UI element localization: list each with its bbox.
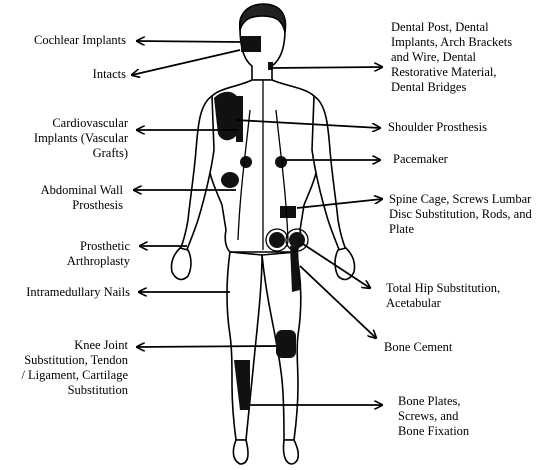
abdominal-mark <box>221 172 239 188</box>
label-intramedullary-nails: Intramedullary Nails <box>0 285 130 300</box>
arrow-dental <box>271 67 382 68</box>
label-prosthetic-arthroplasty: Prosthetic Arthroplasty <box>20 239 130 269</box>
foot-right <box>283 440 298 464</box>
hand-left <box>171 248 191 279</box>
label-spine-cage: Spine Cage, Screws Lumbar Disc Substitut… <box>389 192 536 237</box>
vascular-graft-mark <box>236 96 243 142</box>
cochlear-implant-mark <box>241 36 261 52</box>
label-abdominal-wall: Abdominal Wall Prosthesis <box>0 183 123 213</box>
hip-joint-mark-2 <box>289 232 305 248</box>
label-knee-joint: Knee Joint Substitution, Tendon / Ligame… <box>0 338 128 398</box>
label-shoulder-prosthesis: Shoulder Prosthesis <box>388 120 533 135</box>
spine-cage-mark <box>280 206 296 218</box>
knee-joint-mark <box>276 330 296 358</box>
arrow-knee <box>137 346 277 347</box>
hip-joint-mark <box>269 232 285 248</box>
arrow-cochlear <box>137 41 240 42</box>
label-cochlear-implants: Cochlear Implants <box>10 33 126 48</box>
arrow-spine <box>297 199 382 208</box>
arrow-hip <box>303 244 370 288</box>
label-total-hip: Total Hip Substitution, Acetabular <box>386 281 531 311</box>
label-pacemaker: Pacemaker <box>393 152 533 167</box>
label-intacts: Intacts <box>40 67 126 82</box>
label-cardiovascular-implants: Cardiovascular Implants (Vascular Grafts… <box>0 116 128 161</box>
arrow-intacts <box>132 50 240 75</box>
label-bone-cement: Bone Cement <box>384 340 524 355</box>
arm-right <box>312 96 346 252</box>
label-dental: Dental Post, Dental Implants, Arch Brack… <box>391 20 536 95</box>
foot-left <box>233 440 248 464</box>
hand-right <box>335 248 355 279</box>
label-bone-plates: Bone Plates, Screws, and Bone Fixation <box>398 394 528 439</box>
pacemaker-mark <box>240 156 252 168</box>
arm-left <box>180 96 214 252</box>
